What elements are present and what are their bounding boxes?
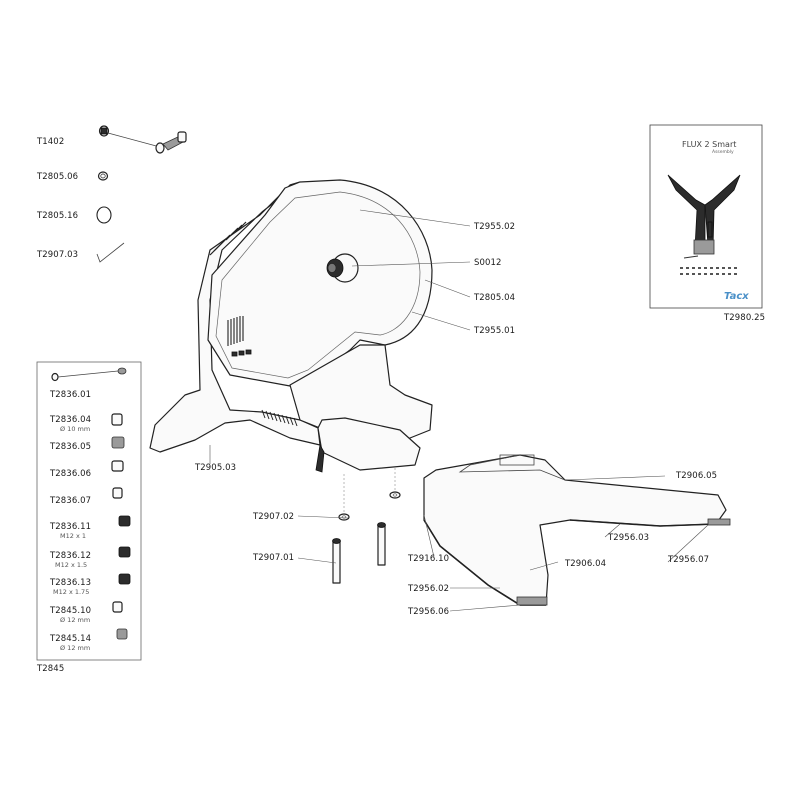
kit-item-code: T2836.07 <box>50 496 92 506</box>
kit-item-size: M12 x 1 <box>60 532 86 540</box>
bolts-and-washers <box>332 468 401 584</box>
label-t2980-25: T2980.25 <box>724 313 766 323</box>
kit-item-size: Ø 12 mm <box>60 616 91 624</box>
kit-item-size: M12 x 1.5 <box>55 561 88 569</box>
kit-parts <box>51 367 131 640</box>
kit-item-code: T2836.05 <box>50 442 92 452</box>
front-stand <box>423 454 731 606</box>
label-t2805-06: T2805.06 <box>37 172 79 182</box>
skewer-part <box>98 125 187 154</box>
label-t2906-05: T2906.05 <box>676 471 718 481</box>
trainer-housing <box>149 179 433 473</box>
kit-box-frame <box>36 361 142 661</box>
manual-illustration <box>667 174 741 275</box>
manual-subtitle: Assembly <box>712 150 734 155</box>
label-t2956-06: T2956.06 <box>408 607 450 617</box>
kit-item-code: T2845.14 <box>50 634 92 644</box>
kit-item-code: T2836.12 <box>50 551 92 561</box>
manual-brand-logo: Tacx <box>724 291 749 302</box>
o-ring-part <box>96 206 112 224</box>
kit-item-size: M12 x 1.75 <box>53 588 90 596</box>
label-t2805-16: T2805.16 <box>37 211 79 221</box>
kit-item-code: T2836.06 <box>50 469 92 479</box>
kit-item-size: Ø 12 mm <box>60 644 91 652</box>
label-t2905-03: T2905.03 <box>195 463 237 473</box>
label-t2907-02: T2907.02 <box>253 512 295 522</box>
label-t1402: T1402 <box>37 137 65 147</box>
label-t2956-03: T2956.03 <box>608 533 650 543</box>
allen-key-part <box>96 242 125 263</box>
label-t2956-02: T2956.02 <box>408 584 450 594</box>
label-t2956-07: T2956.07 <box>668 555 710 565</box>
label-t2805-04: T2805.04 <box>474 293 516 303</box>
label-t2906-04: T2906.04 <box>565 559 607 569</box>
kit-item-code: T2836.11 <box>50 522 92 532</box>
kit-item-code: T2836.04 <box>50 415 92 425</box>
label-t2845: T2845 <box>37 664 65 674</box>
label-t2907-03: T2907.03 <box>37 250 79 260</box>
label-s0012: S0012 <box>474 258 502 268</box>
kit-item-code: T2836.13 <box>50 578 92 588</box>
label-t2955-02: T2955.02 <box>474 222 516 232</box>
kit-item-size: Ø 10 mm <box>60 425 91 433</box>
label-t2955-01: T2955.01 <box>474 326 516 336</box>
kit-item-code: T2836.01 <box>50 390 92 400</box>
leader-lines <box>209 209 709 612</box>
kit-item-code: T2845.10 <box>50 606 92 616</box>
label-t2907-01: T2907.01 <box>253 553 295 563</box>
label-t2916-10: T2916.10 <box>408 554 450 564</box>
manual-title: FLUX 2 Smart <box>682 140 737 149</box>
